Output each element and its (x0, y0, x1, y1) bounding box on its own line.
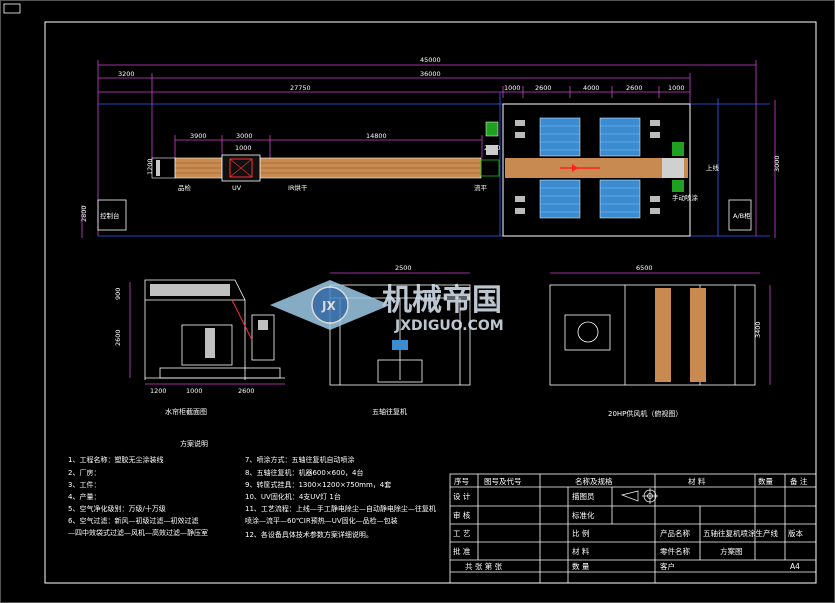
dim-left-2800: 2800 (80, 205, 88, 222)
tb-quantity: 数 量 (572, 561, 590, 571)
note-11b: 喷涂—流平—60℃IR预热—UV固化—品检—包装 (245, 516, 398, 525)
ws-dim-3: 1000 (186, 387, 203, 395)
note-7: 7、喷涂方式：五轴往复机自动喷涂 (245, 455, 354, 464)
label-ir: IR烘干 (288, 183, 308, 192)
tb-product-value: 五轴往复机喷涂生产线 (703, 528, 778, 538)
air-cabinet-label: A/B柜 (733, 211, 751, 220)
dim-36000: 36000 (420, 70, 441, 78)
dim-left-1200: 1200 (146, 158, 154, 175)
tb-customer: 客户 (660, 561, 675, 571)
tb-h-5: 备 注 (790, 476, 808, 486)
af-dim-1: 3400 (754, 321, 762, 338)
tb-r2-0: 工 艺 (453, 529, 470, 538)
tb-r1-2: 标准化 (572, 510, 595, 520)
control-cabinet (97, 199, 127, 231)
tb-part-label: 零件名称 (660, 546, 690, 556)
air-supply-view: 6500 3400 20HP供风机（俯视图） (549, 264, 771, 418)
dim-3000-right: 3000 (773, 155, 781, 172)
note-6b: —四中效袋式过滤—风机—高效过滤—静压室 (68, 528, 208, 537)
booth-water-curtain (539, 117, 641, 219)
af-title: 20HP供风机（俯视图） (608, 409, 682, 418)
projection-symbol-icon (620, 488, 658, 504)
dim-14800: 14800 (366, 132, 387, 140)
wing-right-icon (330, 280, 390, 330)
top-plan-view: 45000 3200 36000 27750 1000 2600 4000 26… (80, 56, 781, 238)
watermark-en: JXDIGUO.COM (394, 318, 504, 334)
dim-3000-mid: 3000 (236, 132, 253, 140)
dim-1000-c: 1000 (235, 144, 252, 152)
dim-3200: 3200 (118, 70, 135, 78)
tb-h-3: 材 料 (688, 476, 706, 486)
tb-r1-0: 审 核 (453, 510, 471, 520)
label-shangjian: 上线 (706, 163, 720, 172)
tb-h-0: 序号 (454, 476, 469, 486)
notes-heading: 方案说明 (180, 439, 208, 448)
title-block (449, 473, 817, 584)
note-3: 3、工件： (68, 480, 100, 489)
air-cabinet (728, 199, 752, 231)
watermark: JX 机械帝国 JXDIGUO.COM (270, 280, 504, 334)
tb-r3-2: 材 料 (572, 546, 590, 556)
dim-2600-a: 2600 (535, 84, 552, 92)
drawing-border (44, 21, 817, 584)
ws-dim-0: 900 (114, 288, 122, 300)
label-liuping: 流平 (474, 183, 488, 192)
label-uv: UV (232, 184, 242, 192)
note-11: 11、工艺流程：上线—手工静电除尘—自动静电除尘—往复机 (245, 504, 436, 513)
dim-3900: 3900 (190, 132, 207, 140)
tb-product-label: 产品名称 (660, 528, 690, 538)
water-curtain-section: 900 2600 1200 1000 2600 水帘柜截面图 (114, 279, 285, 416)
note-1: 1、工程名称：塑胶无尘涂装线 (68, 455, 163, 464)
ws-title: 水帘柜截面图 (165, 407, 207, 416)
label-shoudong: 手动喷涂 (672, 193, 699, 202)
note-9: 9、转筐式挂具：1300×1200×750mm，4套 (245, 480, 391, 489)
dim-1000-b: 1000 (668, 84, 685, 92)
title-block-text: 序号 图号及代号 名称及规格 材 料 数量 备 注 设 计 描图员 审 核 标准… (453, 476, 808, 571)
tb-h-4: 数量 (758, 476, 773, 486)
ws-dim-1: 2600 (114, 329, 122, 346)
notes: 方案说明 1、工程名称：塑胶无尘涂装线 2、厂房： 3、工件： 4、产量： 5、… (68, 439, 436, 539)
note-12: 12、各设备具体技术参数方案详细说明。 (245, 530, 373, 539)
note-6: 6、空气过滤：新风—初级过滤—初效过滤 (68, 516, 198, 525)
tb-h-2: 名称及规格 (575, 476, 613, 486)
ws-dim-4: 2600 (238, 387, 255, 395)
tb-version: 版本 (788, 528, 803, 538)
af-dim-0: 6500 (636, 264, 653, 272)
rc-dim-0: 2500 (395, 264, 412, 272)
rc-title: 五轴往复机 (372, 407, 407, 416)
ws-dim-2: 1200 (150, 387, 167, 395)
svg-text:JX: JX (321, 299, 336, 313)
note-10: 10、UV固化机：4支UV灯 1台 (245, 492, 341, 501)
dim-4000: 4000 (583, 84, 600, 92)
dim-total: 45000 (420, 56, 441, 64)
gear-icon (311, 286, 349, 324)
note-2: 2、厂房： (68, 468, 100, 477)
tb-r2-2: 比 例 (572, 528, 589, 538)
dim-1000-a: 1000 (504, 84, 521, 92)
note-8: 8、五轴往复机：机器600×600，4台 (245, 468, 364, 477)
note-5: 5、空气净化级别：万级/十万级 (68, 504, 166, 513)
tb-r0-2: 描图员 (572, 491, 595, 501)
spray-booth (502, 103, 691, 237)
label-pinjian: 品检 (178, 183, 192, 192)
dim-27750: 27750 (290, 84, 311, 92)
dim-2600-b: 2600 (626, 84, 643, 92)
watermark-cn: 机械帝国 (382, 283, 502, 318)
tb-footer: 共 张 第 张 (465, 561, 503, 571)
tb-r0-0: 设 计 (453, 491, 471, 501)
tb-h-1: 图号及代号 (484, 476, 522, 486)
control-cabinet-label: 控制台 (100, 211, 120, 220)
tb-paper: A4 (790, 562, 800, 571)
note-4: 4、产量： (68, 492, 100, 501)
tb-r3-0: 批 准 (453, 546, 471, 556)
corner-mark (3, 3, 21, 14)
wing-left-icon (270, 280, 330, 330)
tb-part-value: 方案图 (720, 546, 743, 556)
